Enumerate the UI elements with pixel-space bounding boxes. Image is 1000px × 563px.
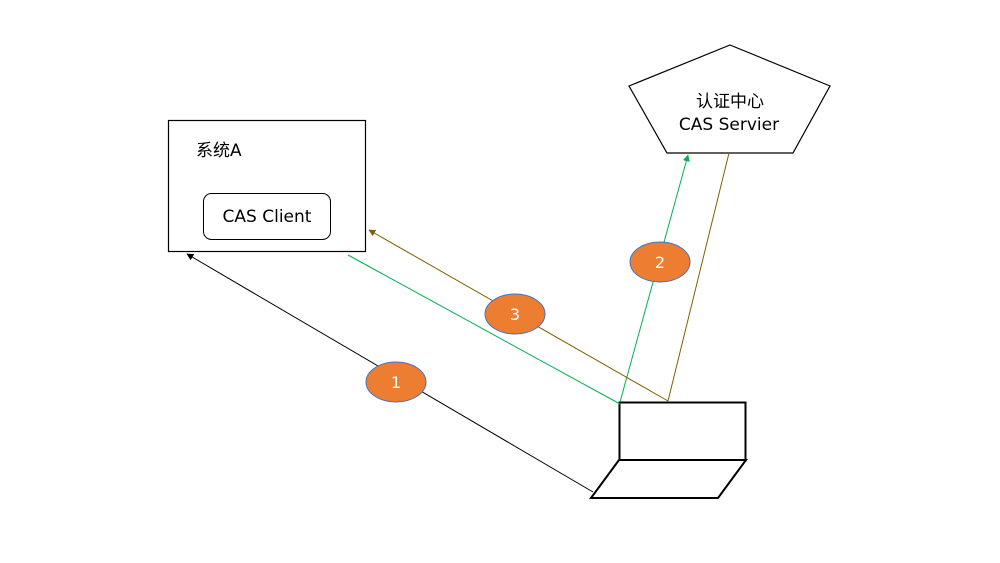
cas-server-shape <box>628 44 831 154</box>
cas-server-title: 认证中心 <box>696 92 764 112</box>
step-number: 2 <box>655 253 665 272</box>
ticket-line <box>667 152 730 402</box>
cas-client-box <box>203 193 331 240</box>
step-badge-2: 2 <box>629 241 691 283</box>
cas-server-subtitle: CAS Servier <box>679 115 779 135</box>
step-number: 3 <box>510 305 520 324</box>
laptop-icon <box>589 401 748 499</box>
step-badge-1: 1 <box>365 361 427 403</box>
cas-client-label: CAS Client <box>223 207 312 227</box>
step-number: 1 <box>391 373 401 392</box>
step-badge-3: 3 <box>484 293 546 335</box>
system-a-title: 系统A <box>196 141 242 161</box>
redirect-line <box>347 254 621 405</box>
